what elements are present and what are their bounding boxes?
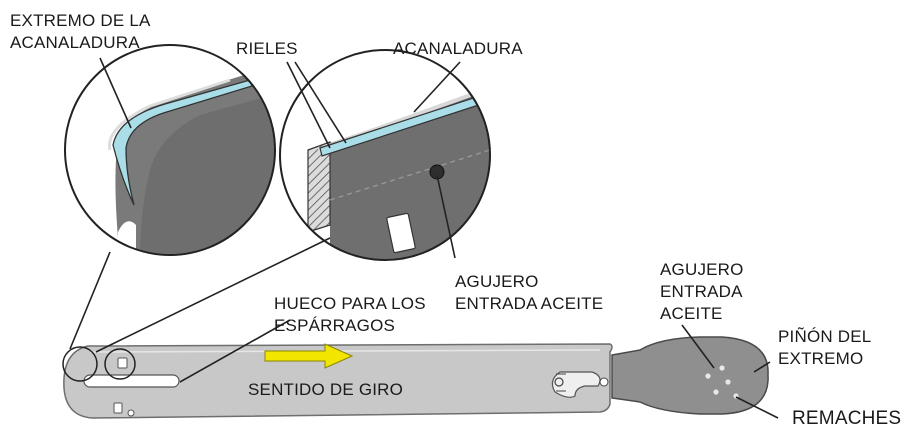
label-stud-slot-1: HUECO PARA LOS: [274, 294, 426, 313]
adjust-hole: [113, 402, 123, 414]
label-stud-slot-2: ESPÁRRAGOS: [274, 316, 396, 335]
label-oil-hole-mid-2: ENTRADA ACEITE: [455, 294, 604, 313]
label-direction: SENTIDO DE GIRO: [248, 380, 404, 399]
rivet: [705, 373, 711, 379]
label-oil-hole-right-3: ACEITE: [660, 304, 723, 323]
leader-lines: [69, 57, 779, 419]
label-groove-end-2: ACANALADURA: [10, 33, 140, 52]
zoom-source-left: [62, 346, 98, 382]
rivet: [719, 365, 725, 371]
label-rivets: REMACHES: [792, 408, 902, 429]
rivet: [713, 389, 719, 395]
bar-body: [63, 343, 613, 419]
groove-channel: [112, 79, 253, 206]
label-oil-hole-right-2: ENTRADA: [660, 282, 743, 301]
oil-inlet-hole: [117, 357, 128, 369]
label-sprocket-1: PIÑÓN DEL: [778, 327, 872, 346]
window-cutout: [386, 212, 416, 254]
label-rails: RIELES: [236, 39, 298, 58]
small-hole: [127, 409, 135, 417]
label-sprocket-2: EXTREMO: [778, 349, 864, 368]
groove-channel: [319, 91, 490, 157]
guide-bar: [63, 336, 769, 419]
rivet: [725, 379, 731, 385]
label-groove: ACANALADURA: [393, 39, 523, 58]
arrow-right-icon: [264, 343, 354, 369]
zoom-source-right: [104, 348, 136, 380]
label-oil-hole-mid-1: AGUJERO: [455, 272, 539, 291]
rails-magnifier: [279, 49, 491, 261]
oil-hole: [429, 164, 445, 180]
label-oil-hole-right-1: AGUJERO: [660, 260, 744, 279]
label-groove-end-1: EXTREMO DE LA: [10, 11, 151, 30]
sprocket-nose: [611, 336, 769, 415]
rail-section: [307, 141, 331, 233]
